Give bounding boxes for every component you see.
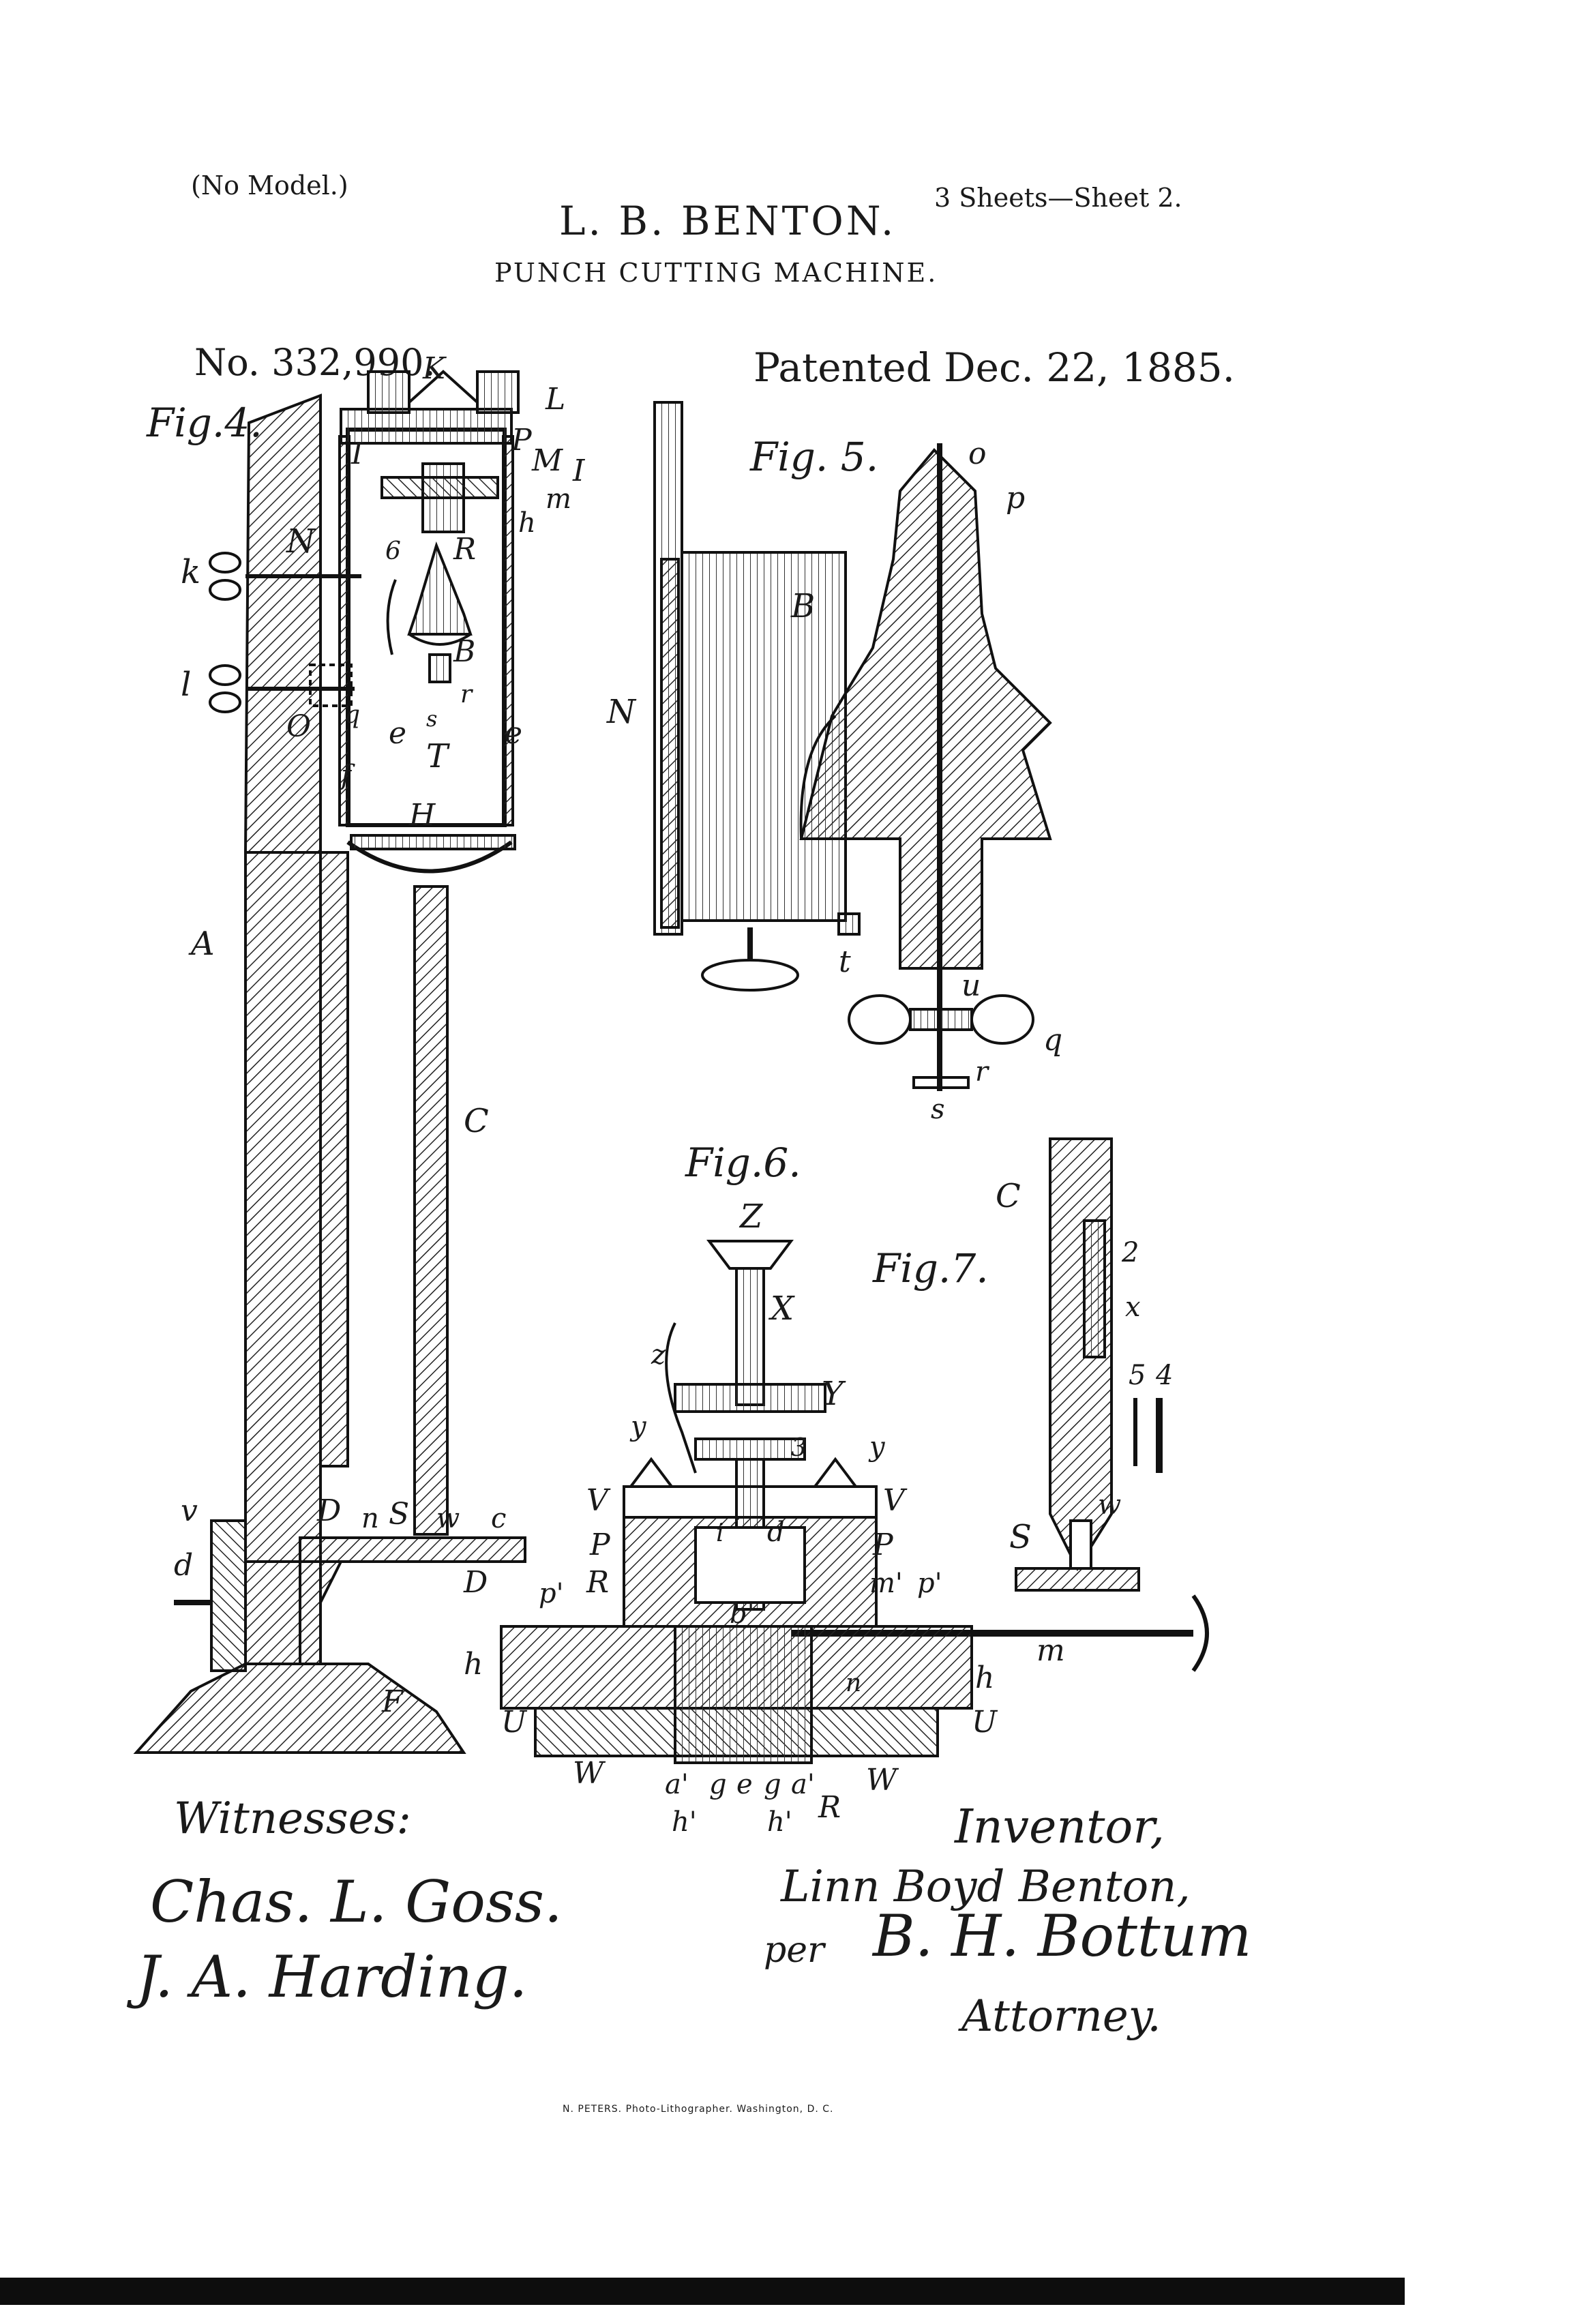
ref-letter: h: [464, 1647, 483, 1682]
fig6-caption: Fig.6.: [685, 1139, 801, 1186]
ref-letter: V: [586, 1483, 611, 1518]
ref-letter: L: [545, 382, 565, 417]
ref-letter: w: [1098, 1489, 1121, 1521]
ref-letter: v: [181, 1493, 198, 1528]
ref-letter: R: [818, 1790, 841, 1825]
ref-letter: n: [361, 1503, 379, 1534]
ref-letter: T: [426, 737, 450, 775]
ref-letter: A: [188, 925, 215, 963]
ref-letter: n: [846, 1669, 861, 1697]
ref-letter: Z: [738, 1197, 764, 1236]
ref-letter: B: [790, 587, 815, 625]
per-label: per: [764, 1930, 824, 1971]
ref-letter: P: [872, 1528, 894, 1562]
ref-letter: I: [572, 453, 586, 488]
ref-letter: N: [606, 693, 637, 731]
lithographer-credit: N. PETERS. Photo-Lithographer. Washingto…: [563, 2104, 833, 2115]
ref-letter: Y: [822, 1375, 846, 1413]
ref-letter: m: [546, 483, 571, 515]
fig4-caption: Fig.4.: [146, 400, 263, 446]
ref-letter: N: [286, 522, 316, 561]
fig5-caption: Fig. 5.: [749, 434, 878, 480]
ref-letter: C: [996, 1177, 1021, 1215]
ref-letter: a': [665, 1769, 689, 1800]
ref-letter: S: [1009, 1518, 1032, 1556]
ref-letter: S: [389, 1497, 409, 1532]
ref-letter: B: [453, 634, 475, 669]
ref-letter: q: [344, 701, 360, 729]
ref-letter: h': [767, 1806, 792, 1838]
ref-letter: 6: [385, 537, 401, 565]
ref-letter: e: [736, 1769, 753, 1800]
ref-letter: P: [589, 1528, 611, 1562]
ref-letter: h': [672, 1806, 697, 1838]
ref-letter: r: [460, 681, 473, 709]
ref-letter: U: [972, 1705, 998, 1740]
ref-letter: s: [931, 1094, 945, 1125]
ref-letter: c: [491, 1503, 506, 1534]
ref-letter: X: [768, 1290, 795, 1328]
ref-letter: D: [316, 1493, 341, 1528]
ref-letter: V: [883, 1483, 908, 1518]
ref-letter: H: [408, 798, 436, 833]
ref-letter: m': [869, 1568, 903, 1599]
ref-letter: i: [716, 1519, 724, 1547]
inventor-label: Inventor,: [955, 1800, 1165, 1854]
ref-letter: M: [531, 443, 563, 478]
ref-letter: U: [501, 1705, 528, 1740]
witnesses-label: Witnesses:: [174, 1793, 411, 1844]
ref-letter: o: [968, 436, 987, 471]
ref-letter: P: [511, 423, 533, 458]
ref-letter: z: [651, 1339, 666, 1371]
ref-letter: h: [975, 1660, 994, 1695]
ref-letter: p': [539, 1578, 564, 1609]
ref-letter: m: [1036, 1633, 1065, 1668]
ref-letter: l: [181, 666, 191, 704]
scan-edge-bar: [0, 2278, 1405, 2305]
attorney-signature: B. H. Bottum: [873, 1903, 1251, 1969]
ref-letter: d: [174, 1548, 193, 1583]
ref-letter: x: [1125, 1292, 1141, 1323]
ref-letter: r: [975, 1056, 990, 1088]
ref-letter: q: [1043, 1023, 1062, 1058]
ref-letter: I: [350, 436, 364, 471]
ref-letter: 2: [1121, 1237, 1139, 1268]
ref-letter: D: [463, 1565, 488, 1600]
ref-letter: w: [436, 1503, 460, 1534]
ref-letter: e: [389, 716, 406, 751]
ref-letter: W: [573, 1756, 606, 1791]
ref-letter: O: [286, 709, 311, 744]
ref-letter: b': [730, 1598, 755, 1630]
ref-letter: h: [518, 507, 536, 539]
figure-5: [655, 402, 1050, 1091]
ref-letter: p': [917, 1568, 942, 1599]
ref-letter: s: [426, 706, 437, 732]
witness-signature-2: J. A. Harding.: [136, 1943, 527, 2010]
ref-letter: W: [866, 1763, 899, 1798]
ref-letter: e: [505, 716, 522, 751]
ref-letter: y: [868, 1431, 886, 1463]
ref-letter: g: [764, 1769, 781, 1800]
ref-letter: g: [709, 1769, 727, 1800]
ref-letter: K: [422, 351, 447, 386]
fig7-caption: Fig.7.: [872, 1245, 989, 1292]
ref-letter: C: [464, 1102, 489, 1140]
ref-letter: u: [961, 968, 981, 1003]
ref-letter: R: [453, 532, 476, 567]
ref-letter: 3: [791, 1434, 807, 1462]
ref-letter: F: [381, 1684, 404, 1719]
ref-letter: t: [839, 944, 851, 979]
witness-signature-1: Chas. L. Goss.: [150, 1868, 563, 1935]
ref-letter: 4: [1155, 1360, 1173, 1391]
attorney-label: Attorney.: [961, 1991, 1161, 2042]
ref-letter: 5: [1129, 1360, 1146, 1391]
ref-letter: a': [791, 1769, 815, 1800]
ref-letter: p: [1006, 481, 1025, 516]
ref-letter: R: [586, 1565, 609, 1600]
ref-letter: y: [629, 1411, 647, 1442]
ref-letter: d: [767, 1517, 785, 1548]
ref-letter: f: [339, 760, 355, 791]
ref-letter: k: [181, 553, 200, 591]
